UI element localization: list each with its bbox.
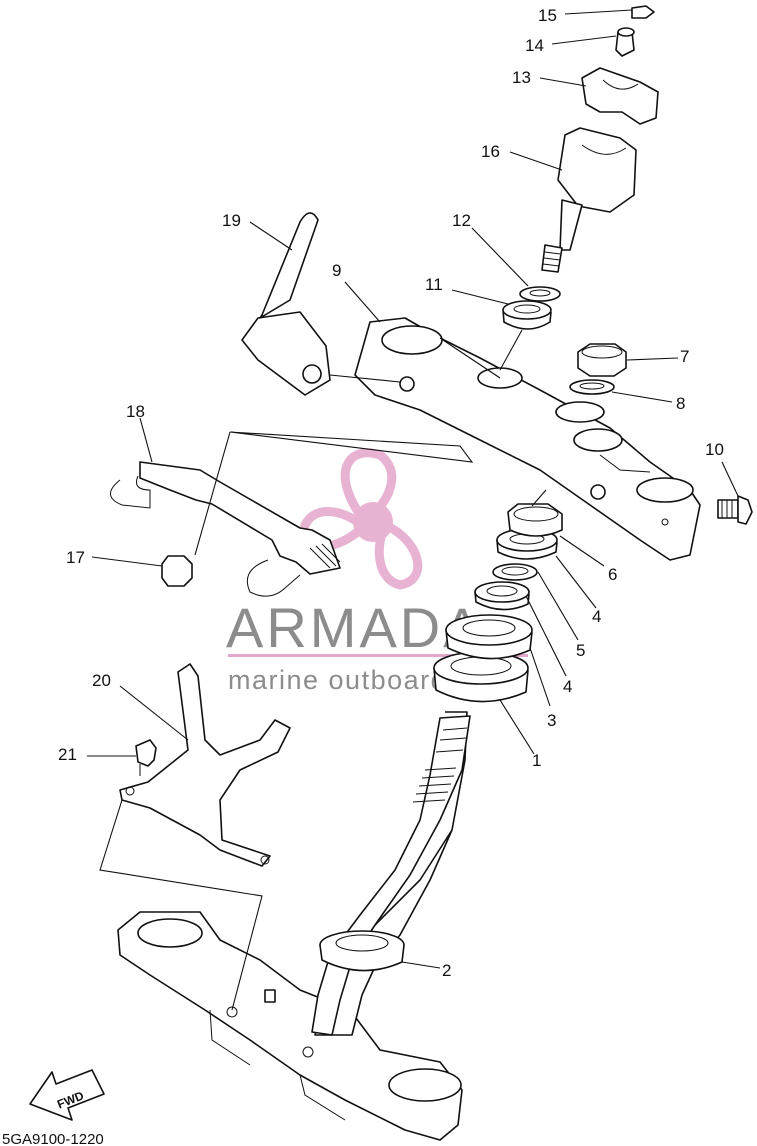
label-11: 11 <box>425 275 443 294</box>
drawing-code: 5GA9100-1220 <box>2 1131 104 1146</box>
bearing-stack <box>433 503 563 703</box>
nut-washer <box>569 343 627 395</box>
label-13: 13 <box>512 68 531 87</box>
label-1: 1 <box>532 751 541 770</box>
watermark-underline <box>228 654 528 657</box>
label-4-lower: 4 <box>563 677 572 696</box>
label-4-upper: 4 <box>592 607 601 626</box>
side-bolt <box>717 495 753 525</box>
label-14: 14 <box>525 36 544 55</box>
label-2: 2 <box>442 961 451 980</box>
cable-clip <box>241 212 415 396</box>
steering-stem <box>311 711 471 1036</box>
stay-bracket <box>119 663 291 867</box>
label-16: 16 <box>481 142 500 161</box>
label-5: 5 <box>576 641 585 660</box>
washers <box>502 286 561 330</box>
handlebar-holder <box>541 5 659 273</box>
watermark-brand: ARMADA <box>226 596 484 659</box>
label-17: 17 <box>66 548 85 567</box>
lower-bracket <box>117 911 463 1141</box>
label-12: 12 <box>452 211 471 230</box>
label-21: 21 <box>58 745 77 764</box>
wire-bracket <box>110 461 341 597</box>
label-18: 18 <box>126 402 145 421</box>
label-6: 6 <box>608 565 617 584</box>
propeller-logo <box>300 448 423 590</box>
leader-lines <box>87 9 739 1011</box>
watermark-tagline: marine outboards <box>228 665 462 695</box>
label-19: 19 <box>222 211 241 230</box>
nut-17 <box>161 555 193 587</box>
label-9: 9 <box>332 261 341 280</box>
label-7: 7 <box>680 347 689 366</box>
label-10: 10 <box>705 440 724 459</box>
label-8: 8 <box>676 394 685 413</box>
part-labels: 15 14 13 16 19 12 9 11 7 8 18 10 17 6 4 … <box>58 6 724 980</box>
label-15: 15 <box>538 6 557 25</box>
fwd-arrow: FWD <box>29 1069 105 1121</box>
label-3: 3 <box>547 711 556 730</box>
upper-bracket <box>354 317 701 561</box>
label-20: 20 <box>92 671 111 690</box>
watermark: ARMADA marine outboards <box>226 448 528 695</box>
